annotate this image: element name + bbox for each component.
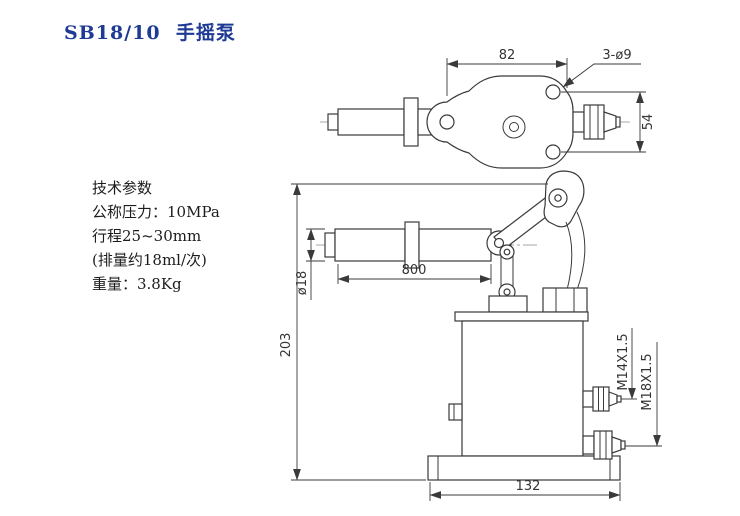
dim-port-top: M14X1.5 bbox=[616, 333, 631, 390]
spec-heading: 技术参数 bbox=[92, 179, 153, 197]
outlet-fitting-top-view bbox=[572, 104, 621, 140]
dim-hole-spacing-54: 54 bbox=[641, 114, 656, 131]
body-block bbox=[461, 320, 584, 457]
spec-line-weight: 重量：3.8Kg bbox=[92, 275, 182, 293]
pump-head-top-view bbox=[426, 75, 574, 169]
lever-linkage bbox=[486, 170, 586, 301]
m14-fitting bbox=[592, 386, 610, 412]
top-plate bbox=[454, 311, 589, 322]
port-fittings bbox=[582, 386, 626, 460]
pump-body bbox=[427, 287, 621, 481]
m18-fitting bbox=[593, 430, 613, 460]
dim-base-width: 132 bbox=[516, 479, 541, 494]
spec-line-stroke: 行程25~30mm bbox=[92, 227, 202, 245]
dim-width-82: 82 bbox=[499, 48, 516, 63]
spec-block: 技术参数 公称压力：10MPa 行程25~30mm (排量约18ml/次) 重量… bbox=[92, 176, 220, 296]
valve-hex bbox=[542, 287, 588, 313]
dim-port-bottom: M18X1.5 bbox=[640, 353, 655, 410]
base-plate bbox=[427, 455, 621, 481]
dim-handle-length: 800 bbox=[402, 263, 427, 278]
dim-holes-label: 3-ø9 bbox=[602, 48, 631, 63]
pipe-curve bbox=[565, 221, 573, 291]
top-view bbox=[320, 75, 630, 169]
dimensions: 82 3-ø9 54 ø18 800 203 bbox=[279, 48, 662, 501]
drawing-title: SB18/10 手摇泵 bbox=[64, 22, 236, 44]
dim-total-height: 203 bbox=[279, 333, 294, 358]
handle-front-view bbox=[324, 221, 492, 269]
spec-line-pressure: 公称压力：10MPa bbox=[92, 203, 220, 221]
front-view bbox=[316, 170, 626, 481]
bolt-hole bbox=[545, 144, 561, 160]
bolt-hole bbox=[545, 84, 561, 100]
gland-cap bbox=[488, 295, 528, 313]
spec-line-discharge: (排量约18ml/次) bbox=[92, 251, 207, 269]
pipe-curve bbox=[576, 211, 586, 291]
bolt-hole bbox=[439, 114, 455, 130]
side-plug bbox=[448, 403, 463, 421]
